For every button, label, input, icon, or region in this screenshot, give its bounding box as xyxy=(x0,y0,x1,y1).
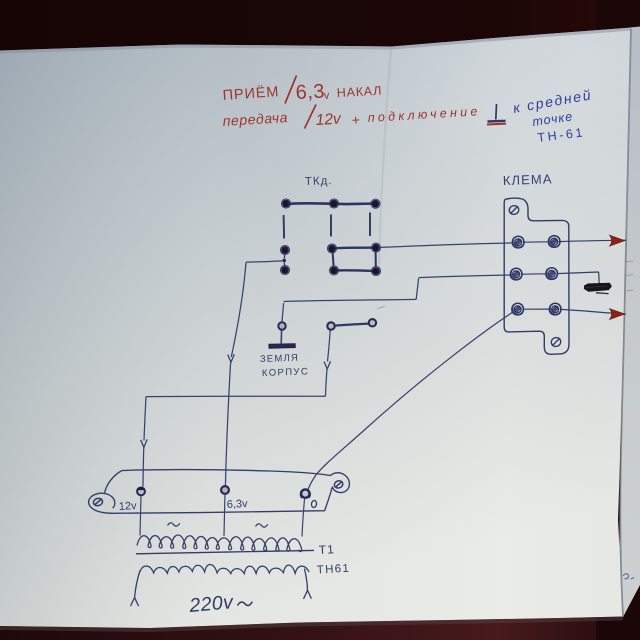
svg-text:12v: 12v xyxy=(315,110,342,129)
svg-text:6,3v: 6,3v xyxy=(227,498,249,511)
svg-text:точке: точке xyxy=(531,109,574,129)
svg-text:ТН-61: ТН-61 xyxy=(537,125,586,145)
svg-text:v: v xyxy=(324,90,331,102)
svg-text:6,3: 6,3 xyxy=(295,80,325,104)
svg-text:подключение: подключение xyxy=(367,104,481,125)
svg-text:передача: передача xyxy=(222,109,288,129)
svg-text:КОРПУС: КОРПУС xyxy=(262,366,310,379)
svg-text:ТКд.: ТКд. xyxy=(305,175,333,188)
svg-text:+: + xyxy=(351,112,360,128)
svg-text:КЛЕМА: КЛЕМА xyxy=(503,171,553,188)
svg-text:ЗЕМЛЯ: ЗЕМЛЯ xyxy=(260,353,299,365)
svg-text:12v: 12v xyxy=(119,500,138,513)
svg-text:220v: 220v xyxy=(188,591,235,617)
svg-text:ТН61: ТН61 xyxy=(317,563,351,577)
svg-text:НАКАЛ: НАКАЛ xyxy=(336,84,382,100)
svg-text:Т1: Т1 xyxy=(318,542,335,557)
svg-text:ПРИЁМ: ПРИЁМ xyxy=(222,83,280,104)
